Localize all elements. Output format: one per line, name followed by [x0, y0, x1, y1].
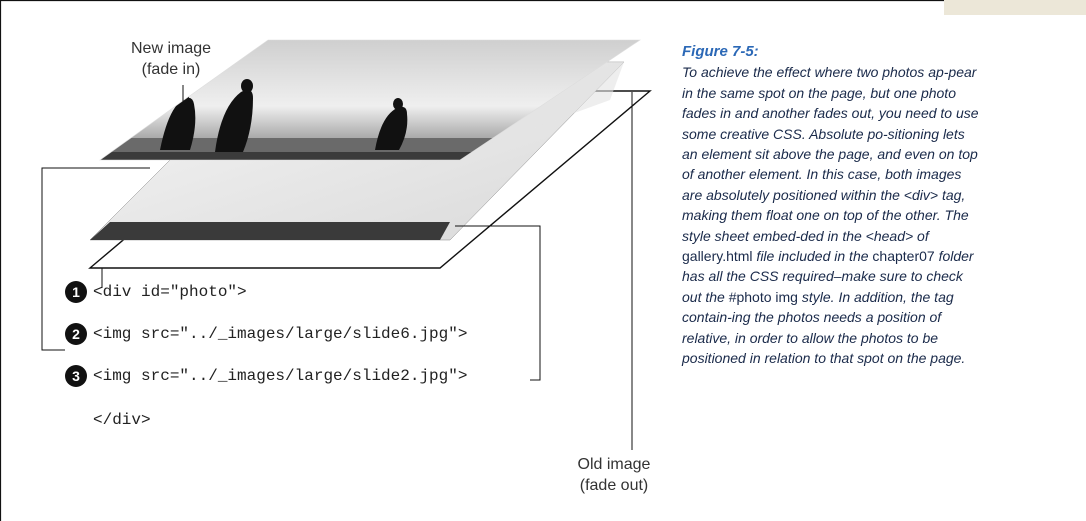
code-text-4: </div> [93, 411, 151, 429]
code-text-2: <img src="../_images/large/slide6.jpg"> [93, 325, 468, 343]
corner-tab [944, 0, 1086, 15]
code-text-1: <div id="photo"> [93, 283, 247, 301]
caption-part: style. In addition, the tag contain-ing … [682, 288, 966, 367]
connector-line-3 [455, 225, 541, 381]
step-2-badge: 2 [65, 323, 87, 345]
new-image-plane [99, 39, 641, 161]
code-line-2: 2 <img src="../_images/large/slide6.jpg"… [65, 320, 467, 348]
new-image-label: New image (fade in) [130, 40, 212, 78]
old-image-bottom-strip [90, 222, 450, 240]
code-line-4: </div> [65, 406, 151, 434]
caption-part: folder has all the CSS required–make sur… [682, 248, 974, 305]
figure-caption-body: To achieve the effect where two photos a… [682, 62, 982, 368]
step-1-badge: 1 [65, 281, 87, 303]
caption-part: file included in the [752, 248, 873, 265]
old-image-label: Old image (fade out) [577, 456, 651, 494]
code-line-1: 1 <div id="photo"> [65, 278, 247, 306]
figure-caption-title: Figure 7-5: [682, 43, 759, 60]
caption-part: To achieve the effect where two photos a… [682, 64, 979, 244]
caption-filename: gallery.html [682, 248, 753, 265]
figure-caption: Figure 7-5: To achieve the effect where … [682, 41, 982, 369]
code-line-3: 3 <img src="../_images/large/slide2.jpg"… [65, 362, 467, 390]
connector-line-2 [41, 167, 150, 351]
step-3-badge: 3 [65, 365, 87, 387]
code-text-3: <img src="../_images/large/slide2.jpg"> [93, 367, 468, 385]
caption-selector: #photo img [728, 288, 798, 305]
caption-folder: chapter07 [872, 248, 935, 265]
